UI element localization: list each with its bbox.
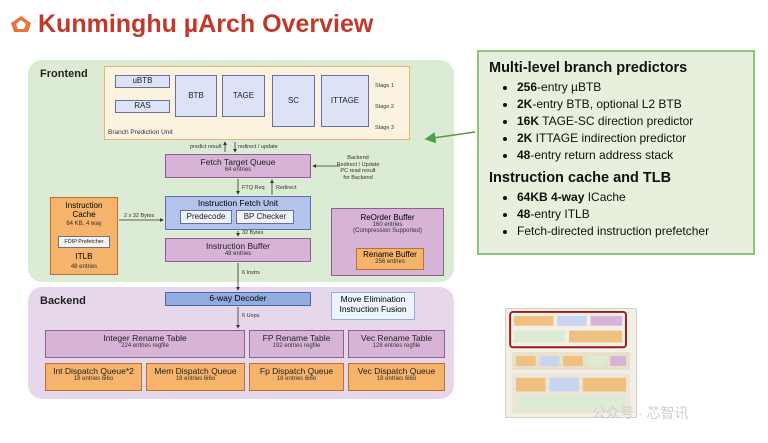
rob-sub2: (Compression Supported) bbox=[353, 228, 422, 234]
ic-0-text: ICache bbox=[584, 190, 626, 204]
backend-label: Backend bbox=[40, 295, 86, 307]
ftq-req-label: FTQ Req bbox=[242, 185, 265, 191]
vec-rename-title: Vec Rename Table bbox=[360, 333, 433, 343]
predict-result-label: predict result bbox=[190, 144, 222, 150]
bp-checker-block: BP Checker bbox=[236, 210, 294, 224]
predecode-block: Predecode bbox=[180, 210, 232, 224]
itlb-sub: 48 entries bbox=[70, 264, 98, 270]
ras-block: RAS bbox=[115, 100, 170, 113]
list-item: 16K TAGE-SC direction predictor bbox=[517, 113, 743, 130]
list-item: 256-entry µBTB bbox=[517, 79, 743, 96]
ibuf-sub: 48 entries bbox=[224, 251, 252, 257]
rename-buffer: Rename Buffer 256 entries bbox=[356, 248, 424, 270]
icache-title: Instruction Cache bbox=[65, 201, 103, 220]
bp-3-bold: 2K bbox=[517, 131, 533, 145]
ubtb-block: uBTB bbox=[115, 75, 170, 88]
uops-label: 6 Uops bbox=[242, 313, 260, 319]
logo-icon bbox=[11, 16, 31, 32]
info-panel: Multi-level branch predictors 256-entry … bbox=[477, 50, 755, 255]
ftq-sub: 64 entries bbox=[224, 167, 252, 173]
ic-1-bold: 48 bbox=[517, 207, 531, 221]
ittage-block: ITTAGE bbox=[321, 75, 369, 127]
stage-3-label: Stage 3 bbox=[375, 125, 394, 131]
rob-sub1: 160 entries bbox=[372, 222, 403, 228]
watermark: 公众号 · 芯智讯 bbox=[592, 405, 689, 421]
rename-buffer-title: Rename Buffer bbox=[363, 250, 417, 259]
backend-redirect-note: Backend Redirect / Update PC read result… bbox=[336, 155, 380, 181]
decoder-block: 6-way Decoder bbox=[165, 292, 311, 306]
list-item: 48-entry ITLB bbox=[517, 206, 743, 223]
pipeline-thumbnail-image bbox=[505, 308, 637, 418]
frontend-label: Frontend bbox=[40, 68, 88, 80]
instruction-buffer: Instruction Buffer 48 entries bbox=[165, 238, 311, 262]
list-item: 64KB 4-way ICache bbox=[517, 189, 743, 206]
ic-0-bold: 64KB 4-way bbox=[517, 190, 585, 204]
heading-icache-tlb: Instruction cache and TLB bbox=[489, 170, 672, 186]
fp-dispatch-sub: 18 entries 6i6o bbox=[276, 376, 317, 382]
vec-dispatch-queue: Vec Dispatch Queue 18 entries 6i6o bbox=[348, 363, 445, 391]
ic-2-text: Fetch-directed instruction prefetcher bbox=[517, 224, 710, 238]
ibuf-title: Instruction Buffer bbox=[205, 241, 271, 251]
bp-4-bold: 48 bbox=[517, 148, 531, 162]
bp-1-text: -entry BTB, optional L2 BTB bbox=[532, 97, 682, 111]
vec-rename-sub: 128 entries regfile bbox=[372, 343, 421, 349]
rename-buffer-sub: 256 entries bbox=[375, 259, 405, 265]
sc-block: SC bbox=[272, 75, 315, 127]
fdip-prefetcher: FDIP Prefetcher bbox=[58, 236, 110, 248]
mem-dispatch-sub: 18 entries 6i6o bbox=[175, 376, 216, 382]
bp-2-text: TAGE-SC direction predictor bbox=[539, 114, 694, 128]
move-elim-label: Move Elimination bbox=[340, 294, 406, 304]
decoder-title: 6-way Decoder bbox=[209, 293, 267, 303]
bp-4-text: -entry return address stack bbox=[530, 148, 674, 162]
ifu-title: Instruction Fetch Unit bbox=[197, 198, 279, 208]
list-item: Fetch-directed instruction prefetcher bbox=[517, 223, 743, 240]
list-item: 2K ITTAGE indirection predictor bbox=[517, 130, 743, 147]
ic-1-text: -entry ITLB bbox=[530, 207, 590, 221]
list-item: 2K-entry BTB, optional L2 BTB bbox=[517, 96, 743, 113]
bpu-label: Branch Prediction Unit bbox=[108, 129, 173, 136]
bytes-32-label: 32 Bytes bbox=[242, 230, 264, 236]
int-rename-table: Integer Rename Table 224 entries regfile bbox=[45, 330, 245, 358]
fp-dispatch-title: Fp Dispatch Queue bbox=[259, 366, 334, 376]
bp-1-bold: 2K bbox=[517, 97, 533, 111]
fp-rename-table: FP Rename Table 192 entries regfile bbox=[249, 330, 344, 358]
move-elim-box: Move Elimination Instruction Fusion bbox=[331, 292, 415, 320]
fetch-target-queue: Fetch Target Queue 64 entries bbox=[165, 154, 311, 178]
instrs-label: 6 Instrs bbox=[242, 270, 261, 276]
itlb-label: ITLB bbox=[75, 252, 93, 261]
fp-rename-sub: 192 entries regfile bbox=[272, 343, 321, 349]
bytes-2x32-label: 2 x 32 Bytes bbox=[124, 213, 155, 219]
bp-3-text: ITTAGE indirection predictor bbox=[532, 131, 687, 145]
btb-block: BTB bbox=[175, 75, 217, 117]
int-dispatch-title: Int Dispatch Queue*2 bbox=[53, 366, 134, 376]
heading-branch-predictors: Multi-level branch predictors bbox=[489, 60, 688, 76]
mem-dispatch-queue: Mem Dispatch Queue 18 entries 6i6o bbox=[146, 363, 245, 391]
fusion-label: Instruction Fusion bbox=[339, 304, 407, 314]
int-dispatch-queue: Int Dispatch Queue*2 18 entries 6i6o bbox=[45, 363, 142, 391]
vec-dispatch-title: Vec Dispatch Queue bbox=[357, 366, 436, 376]
redirect-update-label: redirect / update bbox=[238, 144, 278, 150]
redirect-label: Redirect bbox=[276, 185, 297, 191]
stage-1-label: Stage 1 bbox=[375, 83, 394, 89]
list-item: 48-entry return address stack bbox=[517, 147, 743, 164]
ftq-title: Fetch Target Queue bbox=[200, 157, 276, 167]
stage-2-label: Stage 2 bbox=[375, 104, 394, 110]
reorder-buffer: ReOrder Buffer 160 entries (Compression … bbox=[331, 208, 444, 276]
vec-rename-table: Vec Rename Table 128 entries regfile bbox=[348, 330, 445, 358]
bp-0-bold: 256 bbox=[517, 80, 538, 94]
fp-dispatch-queue: Fp Dispatch Queue 18 entries 6i6o bbox=[249, 363, 344, 391]
page-title: Kunminghu µArch Overview bbox=[38, 10, 374, 38]
bp-0-text: -entry µBTB bbox=[537, 80, 602, 94]
fp-rename-title: FP Rename Table bbox=[262, 333, 331, 343]
bp-2-bold: 16K bbox=[517, 114, 540, 128]
int-dispatch-sub: 18 entries 6i6o bbox=[73, 376, 114, 382]
icache-size: 64 KB, 4 way bbox=[66, 221, 102, 228]
int-rename-sub: 224 entries regfile bbox=[121, 343, 169, 349]
rob-title: ReOrder Buffer bbox=[360, 213, 415, 222]
tage-block: TAGE bbox=[222, 75, 265, 117]
int-rename-title: Integer Rename Table bbox=[103, 333, 187, 343]
mem-dispatch-title: Mem Dispatch Queue bbox=[154, 366, 237, 376]
vec-dispatch-sub: 18 entries 6i6o bbox=[376, 376, 417, 382]
